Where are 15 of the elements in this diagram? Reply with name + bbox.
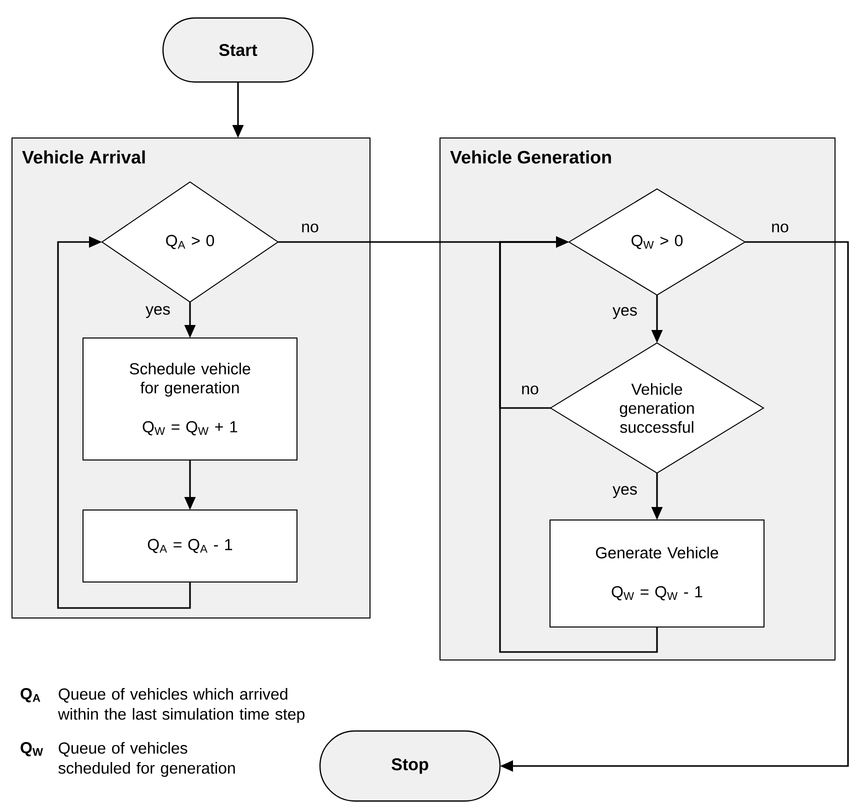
process-box: Generate Vehicle Q$_{W}$ = Q$_{W}$ - 1: [550, 520, 765, 628]
arrow: [57, 236, 191, 609]
edge-label: no: [302, 224, 318, 232]
edge-label: yes: [612, 486, 637, 498]
edge-label: no: [772, 224, 788, 232]
edge-label: yes: [146, 306, 170, 318]
edge-label: yes: [612, 307, 637, 319]
symbol-label: Q$_{W}$: [20, 742, 43, 756]
edge-label: no: [522, 386, 538, 394]
process-box: Q$_{A}$ = Q$_{A}$ - 1: [82, 510, 298, 582]
note-text: Queue of vehicles which arrived within the last simulation time step: [58, 688, 304, 723]
process-box: Schedule vehicle for generation Q$_{W}$ = Q$_{W}$ + 1: [82, 338, 298, 460]
note-text: Queue of vehicles scheduled for generation: [58, 742, 235, 777]
arrow: [499, 236, 658, 653]
symbol-label: Q$_{A}$: [20, 688, 40, 702]
